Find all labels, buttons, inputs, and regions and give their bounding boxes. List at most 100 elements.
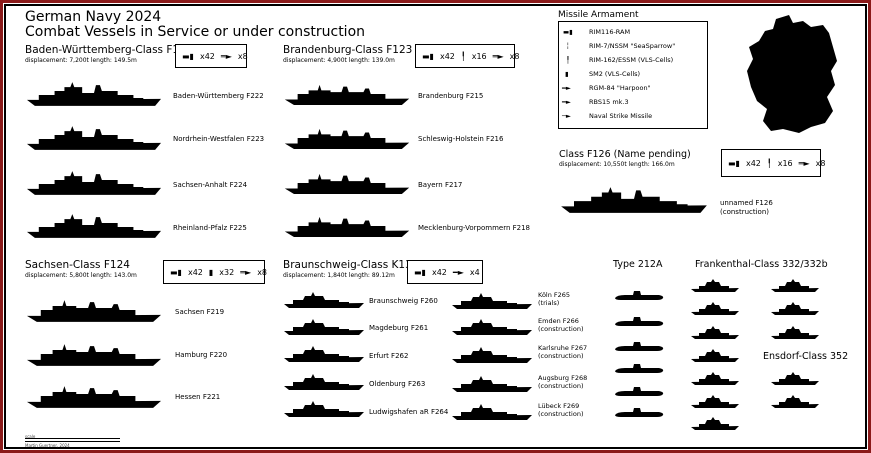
ship-silhouette [25, 341, 163, 367]
class-f123-name: Brandenburg-Class F123 [283, 44, 413, 56]
legend-item: RGM-84 "Harpoon" [589, 84, 651, 92]
ship-silhouette [451, 292, 533, 310]
minehunter-silhouette [769, 395, 821, 409]
page-title: German Navy 2024 [25, 9, 162, 25]
ship-status: (construction) [720, 208, 769, 216]
ship-label: Sachsen F219 [175, 308, 225, 316]
submarine-silhouette [613, 316, 665, 328]
minehunter-silhouette [689, 326, 741, 340]
naval-strike-missile-icon: ═► [798, 158, 810, 168]
ship-label: Lübeck F269 [538, 402, 580, 410]
ship-silhouette [25, 383, 163, 409]
submarine-silhouette [613, 341, 665, 353]
ship-label: unnamed F126 [720, 199, 773, 207]
ram-launcher-icon: ▬▮ [422, 51, 434, 61]
ship-label: Rheinland-Pfalz F225 [173, 224, 247, 232]
legend-item: RIM-162/ESSM (VLS-Cells) [589, 56, 674, 64]
ram-launcher-icon: ▬▮ [170, 267, 182, 277]
class-k130-name: Braunschweig-Class K130 [283, 259, 419, 271]
class-ensdorf-name: Ensdorf-Class 352 [763, 351, 849, 362]
ship-label: Köln F265 [538, 291, 571, 299]
ship-status: (trials) [538, 299, 560, 307]
class-f124-specs: displacement: 5,800t length: 143.0m [25, 272, 137, 279]
f125-armament-box: ▬▮x42 ═►x8 [175, 44, 248, 68]
ram-launcher-icon: ▬▮ [728, 158, 740, 168]
submarine-silhouette [613, 290, 665, 302]
sea-sparrow-icon: ╎ [566, 42, 570, 50]
ship-silhouette [283, 213, 411, 239]
ship-label: Braunschweig F260 [369, 297, 438, 305]
ship-label: Hamburg F220 [175, 351, 228, 359]
ship-status: (construction) [538, 382, 584, 390]
ram-launcher-icon: ▬▮ [414, 267, 426, 277]
submarine-silhouette [613, 386, 665, 398]
minehunter-silhouette [689, 302, 741, 316]
ship-status: (construction) [538, 352, 584, 360]
class-frankenthal-name: Frankenthal-Class 332/332b [695, 259, 828, 270]
ship-label: Emden F266 [538, 317, 579, 325]
minehunter-silhouette [689, 372, 741, 386]
ship-silhouette [25, 297, 163, 323]
naval-strike-missile-icon: ═► [492, 51, 504, 61]
naval-strike-missile-icon: ─► [562, 112, 571, 120]
legend-title: Missile Armament [558, 10, 639, 20]
vls-sm2-icon: ▮ [565, 70, 569, 78]
legend-item: RBS15 mk.3 [589, 98, 629, 106]
ship-label: Nordrhein-Westfalen F223 [173, 135, 265, 143]
ship-status: (construction) [538, 325, 584, 333]
legend-item: Naval Strike Missile [589, 112, 653, 120]
class-f125-specs: displacement: 7,200t length: 149.5m [25, 57, 137, 64]
minehunter-silhouette [689, 417, 741, 431]
germany-map [747, 15, 837, 133]
page-subtitle: Combat Vessels in Service or under const… [25, 24, 366, 40]
ship-label: Mecklenburg-Vorpommern F218 [418, 224, 531, 232]
ship-silhouette [451, 403, 533, 421]
class-f124-name: Sachsen-Class F124 [25, 259, 130, 271]
ship-label: Magdeburg F261 [369, 324, 429, 332]
f126-armament-box: ▬▮x42 ╿x16 ═►x8 [721, 149, 825, 177]
scale-label: scale [25, 434, 36, 439]
legend-item: SM2 (VLS-Cells) [589, 70, 641, 78]
ship-label: Ludwigshafen aR F264 [369, 408, 449, 416]
ship-silhouette [451, 375, 533, 393]
k130-armament-box: ▬▮x42 ━►x4 [407, 260, 483, 284]
submarine-silhouette [613, 363, 665, 375]
harpoon-missile-icon: ═► [220, 51, 232, 61]
f124-armament-box: ▬▮x42 ▮x32 ═►x8 [163, 260, 267, 284]
minehunter-silhouette [689, 349, 741, 363]
ram-launcher-icon: ▬▮ [563, 28, 573, 36]
ship-label: Karlsruhe F267 [538, 344, 588, 352]
ship-label: Sachsen-Anhalt F224 [173, 181, 248, 189]
ship-silhouette [451, 318, 533, 336]
legend-item: RIM-7/NSSM "SeaSparrow" [589, 42, 676, 50]
ship-silhouette [283, 400, 365, 418]
ship-silhouette [25, 125, 163, 151]
ship-label: Bayern F217 [418, 181, 463, 189]
ram-launcher-icon: ▬▮ [182, 51, 194, 61]
minehunter-silhouette [769, 326, 821, 340]
ship-silhouette [559, 185, 709, 215]
ship-status: (construction) [538, 410, 584, 418]
legend-item: RIM116-RAM [589, 28, 631, 36]
class-k130-specs: displacement: 1,840t length: 89.12m [283, 272, 395, 279]
minehunter-silhouette [769, 279, 821, 293]
ship-label: Schleswig-Holstein F216 [418, 135, 504, 143]
ship-label: Baden-Württemberg F222 [173, 92, 264, 100]
vls-cell-icon: ╿ [766, 158, 772, 168]
credit-text: Martin Guertner, 2024 [25, 443, 70, 448]
harpoon-missile-icon: ═► [240, 267, 252, 277]
vls-cell-icon: ╿ [460, 51, 466, 61]
vls-sm2-icon: ▮ [208, 267, 214, 277]
rbs15-missile-icon: ━► [452, 267, 464, 277]
ship-silhouette [25, 213, 163, 239]
ship-silhouette [283, 170, 411, 196]
ship-silhouette [25, 170, 163, 196]
ship-silhouette [283, 318, 365, 336]
ship-label: Hessen F221 [175, 393, 221, 401]
minehunter-silhouette [689, 395, 741, 409]
minehunter-silhouette [689, 279, 741, 293]
f123-armament-box: ▬▮x42 ╿x16 ═►x8 [415, 44, 519, 68]
ship-silhouette [451, 346, 533, 364]
minehunter-silhouette [769, 372, 821, 386]
